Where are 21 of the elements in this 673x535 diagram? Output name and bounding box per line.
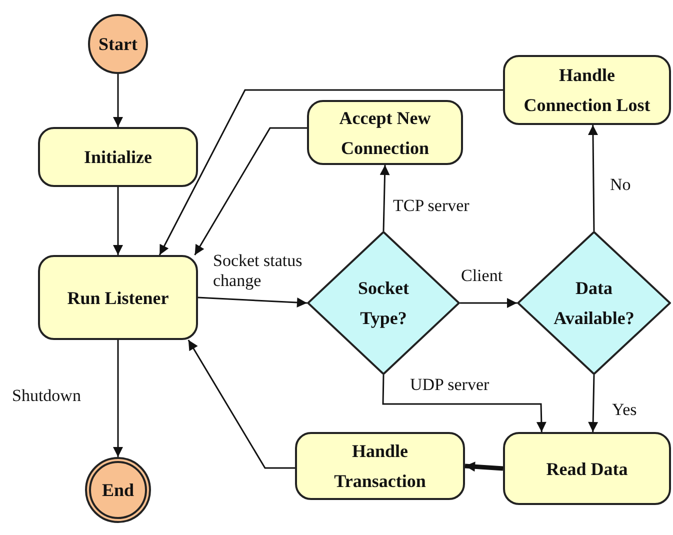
arrow <box>158 89 503 256</box>
arrow <box>588 374 598 432</box>
process-box: Handle Transaction <box>295 432 465 500</box>
arrow <box>188 340 295 469</box>
decision-diamond: Data Available? <box>517 231 671 375</box>
arrow <box>380 164 390 232</box>
decision-diamond: Socket Type? <box>307 231 460 375</box>
arrow <box>113 74 123 127</box>
process-box: Initialize <box>38 127 198 187</box>
process-box: Run Listener <box>38 255 198 340</box>
arrow <box>113 340 123 457</box>
arrow <box>460 298 517 308</box>
arrow <box>194 127 307 256</box>
arrow <box>382 374 546 432</box>
arrow <box>464 462 504 472</box>
process-box: Accept New Connection <box>307 100 463 165</box>
arrow <box>588 125 598 231</box>
process-box: Handle Connection Lost <box>503 55 671 125</box>
process-box: Read Data <box>503 432 671 505</box>
arrow <box>198 296 308 308</box>
arrow <box>113 187 123 255</box>
